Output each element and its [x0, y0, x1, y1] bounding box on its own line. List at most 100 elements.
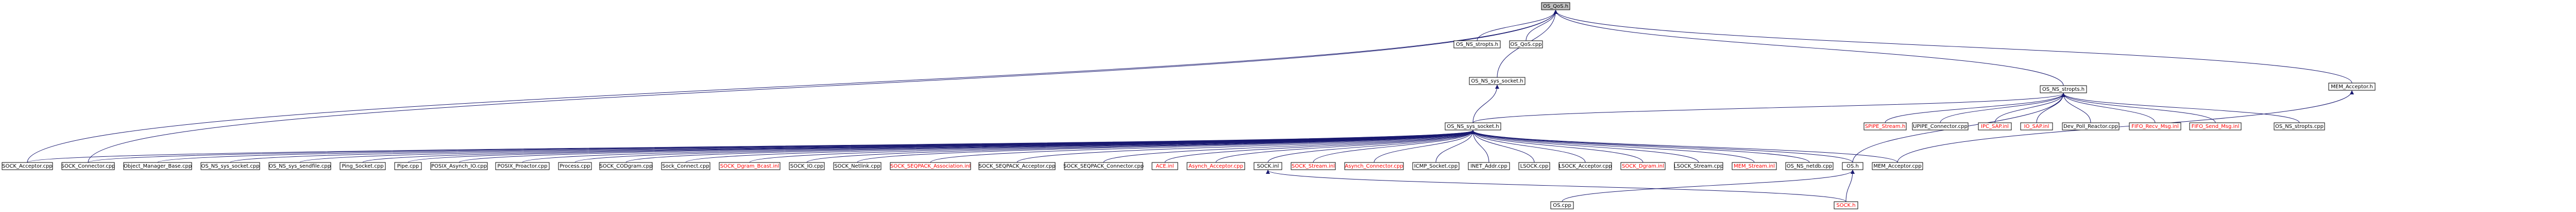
graph-node-spipe-stream-h[interactable]: SPIPE_Stream.h [1863, 122, 1907, 131]
graph-node-inet-addr-cpp[interactable]: INET_Addr.cpp [1468, 162, 1510, 170]
graph-node-io-sap-inl[interactable]: IO_SAP.inl [2020, 122, 2053, 131]
graph-node-lsock-stream-cpp[interactable]: LSOCK_Stream.cpp [1674, 162, 1723, 170]
graph-node-os-h[interactable]: OS.h [1842, 162, 1863, 170]
edge-ace_inl-to-os_ns_sys_socket_h_2 [1164, 130, 1475, 163]
node-label: ACE.inl [1156, 164, 1174, 169]
node-label: OS_NS_netdb.cpp [1787, 164, 1833, 169]
graph-node-pipe-cpp[interactable]: Pipe.cpp [394, 162, 422, 170]
graph-node-fifo-recv-msg-inl[interactable]: FIFO_Recv_Msg.inl [2129, 122, 2181, 131]
graph-node-os-ns-stropts-cpp[interactable]: OS_NS_stropts.cpp [2274, 122, 2325, 131]
graph-node-fifo-send-msg-inl[interactable]: FIFO_Send_Msg.inl [2189, 122, 2242, 131]
node-box [340, 162, 386, 170]
graph-node-asynch-connector-cpp[interactable]: Asynch_Connector.cpp [1344, 162, 1404, 170]
node-label: SOCK_Dgram_Bcast.inl [720, 164, 779, 169]
node-label: Asynch_Acceptor.cpp [1189, 164, 1243, 169]
edge-icmp_socket_cpp-to-os_ns_sys_socket_h_2 [1435, 130, 1475, 163]
graph-node-os-ns-sys-socket-cpp[interactable]: OS_NS_sys_socket.cpp [200, 162, 260, 170]
node-box [1541, 2, 1570, 10]
edge-lsock_stream_cpp-to-os_ns_sys_socket_h_2 [1471, 130, 1699, 163]
node-box [558, 162, 592, 170]
edge-mem_acceptor_cpp-to-os_ns_sys_socket_h_2 [1471, 130, 1898, 163]
node-label: FIFO_Recv_Msg.inl [2131, 124, 2179, 129]
graph-node-os-ns-sys-socket-h-2[interactable]: OS_NS_sys_socket.h [1445, 122, 1501, 131]
edge-inet_addr_cpp-to-os_ns_sys_socket_h_2 [1471, 130, 1489, 163]
graph-node-os-ns-stropts-h[interactable]: OS_NS_stropts.h [1453, 40, 1501, 48]
edge-mem_acceptor_cpp-to-mem_acceptor_h [1897, 90, 2354, 163]
edge-os_ns_sys_sendfile_cpp-to-os_ns_sys_socket_h_2 [299, 130, 1475, 163]
graph-node-os-ns-sys-sendfile-cpp[interactable]: OS_NS_sys_sendfile.cpp [268, 162, 331, 170]
node-box [789, 162, 825, 170]
edge-os_ns_stropts_h-to-os_qos_h [1477, 10, 1558, 41]
graph-node-sock-connect-cpp[interactable]: Sock_Connect.cpp [661, 162, 710, 170]
graph-node-sock-io-cpp[interactable]: SOCK_IO.cpp [789, 162, 825, 170]
node-box [1151, 162, 1178, 170]
graph-node-sock-seqpack-connector-cpp[interactable]: SOCK_SEQPACK_Connector.cpp [1063, 162, 1144, 170]
node-label: Ping_Socket.cpp [342, 164, 383, 169]
graph-node-sock-codgram-cpp[interactable]: SOCK_CODgram.cpp [599, 162, 653, 170]
node-box [2328, 83, 2376, 91]
node-box [1468, 162, 1510, 170]
node-box [394, 162, 422, 170]
edge-sock_stream_inl-to-os_ns_sys_socket_h_2 [1313, 130, 1475, 163]
edge-fifo_send_msg_inl-to-os_ns_stropts_h_2 [2061, 93, 2216, 123]
graph-node-ping-socket-cpp[interactable]: Ping_Socket.cpp [340, 162, 386, 170]
node-box [2, 162, 53, 170]
graph-node-dev-poll-reactor-cpp[interactable]: Dev_Poll_Reactor.cpp [2062, 122, 2120, 131]
graph-node-icmp-socket-cpp[interactable]: ICMP_Socket.cpp [1412, 162, 1460, 170]
graph-node-lsock-acceptor-cpp[interactable]: LSOCK_Acceptor.cpp [1558, 162, 1612, 170]
graph-node-ace-inl[interactable]: ACE.inl [1151, 162, 1178, 170]
node-label: OS_NS_stropts.h [2042, 87, 2084, 92]
node-label: OS_QoS.h [1543, 4, 1568, 9]
graph-node-os-ns-stropts-h-2[interactable]: OS_NS_stropts.h [2040, 85, 2087, 93]
graph-node-posix-asynch-io-cpp[interactable]: POSIX_Asynch_IO.cpp [430, 162, 488, 170]
node-label: IPC_SAP.inl [1981, 124, 2009, 129]
graph-node-upipe-connector-cpp[interactable]: UPIPE_Connector.cpp [1912, 122, 1969, 131]
node-label: LSOCK_Stream.cpp [1674, 164, 1723, 169]
node-box [1469, 77, 1526, 85]
edge-sock_seqpack_acceptor_cpp-to-os_ns_sys_socket_h_2 [1016, 130, 1475, 163]
graph-node-sock-seqpack-acceptor-cpp[interactable]: SOCK_SEQPACK_Acceptor.cpp [978, 162, 1056, 170]
node-label: ICMP_Socket.cpp [1414, 164, 1458, 169]
edge-ipc_sap_inl-to-os_ns_stropts_h_2 [1994, 93, 2065, 123]
graph-node-os-qos-cpp[interactable]: OS_QoS.cpp [1509, 40, 1543, 48]
node-label: SOCK_Netlink.cpp [834, 164, 880, 169]
edge-sock_inl-to-os_ns_sys_socket_h_2 [1267, 130, 1475, 163]
edge-os_ns_sys_socket_h_2-to-os_ns_sys_socket_h [1472, 85, 1499, 123]
graph-node-sock-stream-inl[interactable]: SOCK_Stream.inl [1291, 162, 1336, 170]
graph-node-sock-dgram-bcast-inl[interactable]: SOCK_Dgram_Bcast.inl [719, 162, 781, 170]
graph-node-os-qos-h[interactable]: OS_QoS.h [1541, 2, 1570, 10]
graph-node-process-cpp[interactable]: Process.cpp [558, 162, 592, 170]
graph-node-object-manager-base-cpp[interactable]: Object_Manager_Base.cpp [123, 162, 192, 170]
edge-dev_poll_reactor_cpp-to-os_ns_stropts_h_2 [2061, 93, 2091, 123]
graph-node-os-ns-netdb-cpp[interactable]: OS_NS_netdb.cpp [1785, 162, 1834, 170]
graph-node-mem-acceptor-cpp[interactable]: MEM_Acceptor.cpp [1872, 162, 1923, 170]
graph-node-os-ns-sys-socket-h[interactable]: OS_NS_sys_socket.h [1469, 77, 1526, 85]
node-label: OS_NS_sys_socket.cpp [201, 164, 259, 169]
graph-node-sock-inl[interactable]: SOCK.inl [1253, 162, 1282, 170]
node-label: OS_QoS.cpp [1511, 42, 1542, 47]
graph-node-sock-acceptor-cpp[interactable]: SOCK_Acceptor.cpp [2, 162, 53, 170]
graph-node-ipc-sap-inl[interactable]: IPC_SAP.inl [1978, 122, 2012, 131]
node-box [1187, 162, 1245, 170]
graph-node-os-cpp[interactable]: OS.cpp [1550, 201, 1574, 209]
node-box [599, 162, 653, 170]
node-label: OS_NS_sys_socket.h [1471, 78, 1523, 84]
graph-node-mem-stream-inl[interactable]: MEM_Stream.inl [1732, 162, 1777, 170]
graph-node-mem-acceptor-h[interactable]: MEM_Acceptor.h [2328, 83, 2376, 91]
node-box [123, 162, 192, 170]
node-box [2189, 122, 2242, 131]
graph-node-asynch-acceptor-cpp[interactable]: Asynch_Acceptor.cpp [1187, 162, 1245, 170]
graph-node-sock-seqpack-association-inl[interactable]: SOCK_SEQPACK_Association.inl [890, 162, 971, 170]
graph-node-sock-netlink-cpp[interactable]: SOCK_Netlink.cpp [833, 162, 882, 170]
node-box [1550, 201, 1574, 209]
graph-node-sock-h[interactable]: SOCK.h [1834, 201, 1858, 209]
node-label: Process.cpp [560, 164, 590, 169]
node-box [1620, 162, 1666, 170]
graph-node-lsock-cpp[interactable]: LSOCK.cpp [1518, 162, 1550, 170]
graph-node-posix-proactor-cpp[interactable]: POSIX_Proactor.cpp [495, 162, 550, 170]
graph-node-sock-dgram-inl[interactable]: SOCK_Dgram.inl [1620, 162, 1666, 170]
node-label: SOCK.h [1836, 203, 1855, 208]
graph-node-sock-connector-cpp[interactable]: SOCK_Connector.cpp [61, 162, 115, 170]
node-box [833, 162, 882, 170]
